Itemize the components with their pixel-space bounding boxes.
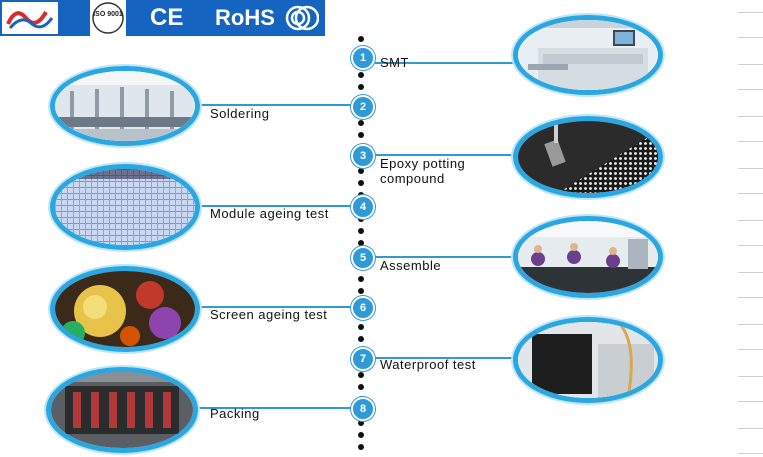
fcc-icon <box>285 5 320 39</box>
step-number: 6 <box>351 296 375 320</box>
screen-ageing-photo <box>50 266 200 352</box>
waterproof-test-photo <box>513 317 663 403</box>
step-label-epoxy-potting: Epoxy potting compound <box>380 156 466 186</box>
rohs-mark: RoHS <box>215 5 275 30</box>
step-number: 1 <box>351 46 375 70</box>
timeline-dot <box>358 336 364 342</box>
step-label-screen-ageing: Screen ageing test <box>210 307 328 322</box>
timeline-dot <box>358 84 364 90</box>
connector-line <box>375 357 515 359</box>
connector-line <box>192 306 352 308</box>
packing-photo <box>46 367 198 453</box>
page-edge-rules <box>738 0 763 457</box>
step-number: 7 <box>351 347 375 371</box>
timeline-dot <box>358 168 364 174</box>
step-label-packing: Packing <box>210 406 260 421</box>
timeline-dot <box>358 444 364 450</box>
step-number: 3 <box>351 144 375 168</box>
assemble-photo <box>513 216 663 298</box>
svg-text:ISO 9001: ISO 9001 <box>93 11 123 18</box>
timeline-dot <box>358 120 364 126</box>
smt-machine-photo <box>513 15 663 95</box>
timeline-dot <box>358 240 364 246</box>
step-label-assemble: Assemble <box>380 258 442 273</box>
step-number: 5 <box>351 246 375 270</box>
connector-line <box>375 154 515 156</box>
step-number: 2 <box>351 95 375 119</box>
timeline-dot <box>358 276 364 282</box>
timeline-dot <box>358 132 364 138</box>
ce-mark: CE <box>150 4 184 31</box>
step-label-smt: SMT <box>380 55 409 70</box>
step-label-soldering: Soldering <box>210 106 270 121</box>
timeline-dot <box>358 216 364 222</box>
soldering-photo <box>50 66 200 146</box>
timeline-dot <box>358 36 364 42</box>
epoxy-potting-photo <box>513 116 663 198</box>
connector-line <box>195 104 352 106</box>
iso-9001-badge: ISO 9001 <box>90 0 126 36</box>
step-number: 8 <box>351 397 375 421</box>
connector-line <box>375 256 515 258</box>
step-number: 4 <box>351 195 375 219</box>
timeline-dot <box>358 372 364 378</box>
module-ageing-photo <box>50 164 200 250</box>
connector-line <box>188 407 352 409</box>
timeline-dot <box>358 432 364 438</box>
timeline-dot <box>358 180 364 186</box>
timeline-dot <box>358 420 364 426</box>
connector-line <box>375 62 515 64</box>
timeline-dot <box>358 384 364 390</box>
connector-line <box>190 205 352 207</box>
timeline-dot <box>358 288 364 294</box>
timeline-dot <box>358 324 364 330</box>
step-label-module-ageing: Module ageing test <box>210 206 329 221</box>
timeline-dot <box>358 72 364 78</box>
step-label-waterproof: Waterproof test <box>380 357 476 372</box>
company-logo <box>2 2 58 34</box>
certification-banner: ISO 9001 CE RoHS <box>0 0 325 36</box>
timeline-dot <box>358 228 364 234</box>
